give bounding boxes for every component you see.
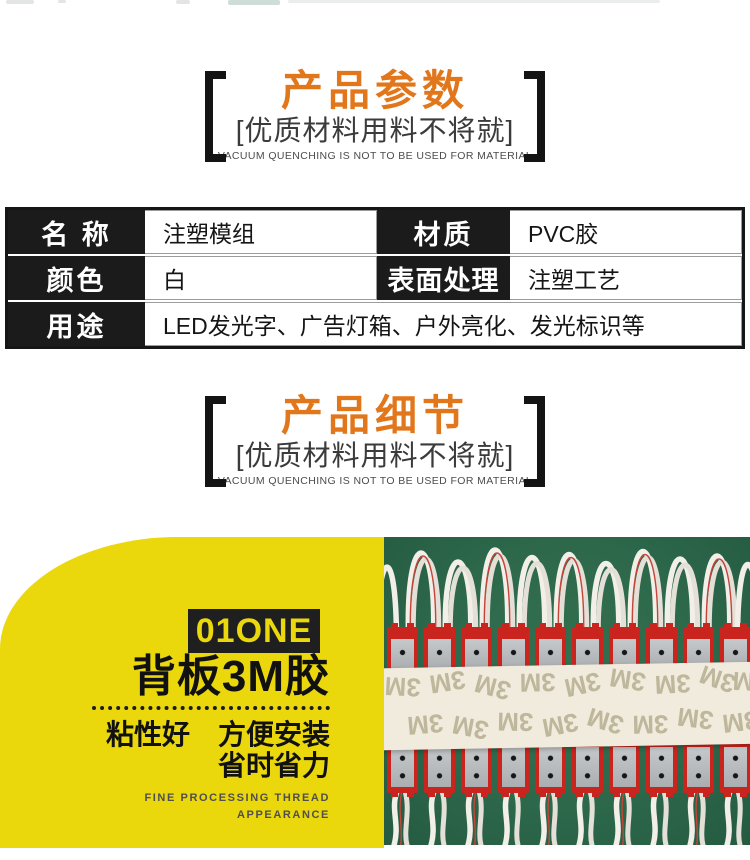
module-plate xyxy=(613,747,636,787)
module-plate xyxy=(428,639,451,669)
feature-caption-en-1: FINE PROCESSING THREAD xyxy=(144,792,330,804)
feature-number-badge: 01ONE xyxy=(188,609,320,653)
bracket-left xyxy=(205,396,226,487)
3m-logo: 3M xyxy=(653,668,692,701)
wires-bottom xyxy=(391,790,743,845)
led-module-row-bottom xyxy=(384,743,750,797)
3m-logo: 3M xyxy=(539,706,581,744)
bracket-right xyxy=(524,396,545,487)
led-module xyxy=(461,623,492,669)
3m-logo: 3M xyxy=(384,670,422,703)
module-plate xyxy=(539,747,562,787)
section-caption-en: VACUUM QUENCHING IS NOT TO BE USED FOR M… xyxy=(217,150,533,162)
value-cell-surface: 注塑工艺 xyxy=(510,256,742,300)
section-subtitle: [优质材料用料不将就] xyxy=(235,440,515,471)
label-cell-color: 颜色 xyxy=(8,256,145,300)
led-module xyxy=(498,743,529,797)
3m-logo: 3M xyxy=(561,666,604,704)
section-header-details: 产品细节 [优质材料用料不将就] VACUUM QUENCHING IS NOT… xyxy=(199,394,551,494)
section-caption-en: VACUUM QUENCHING IS NOT TO BE USED FOR M… xyxy=(217,475,533,487)
led-module xyxy=(609,743,640,797)
module-plate xyxy=(613,639,636,669)
led-module xyxy=(535,623,566,669)
feature-heading: 背板3M胶 xyxy=(131,652,330,701)
label-cell-name: 名 称 xyxy=(8,210,145,254)
module-plate xyxy=(687,747,710,787)
led-module xyxy=(720,743,750,797)
label-cell-usage: 用途 xyxy=(8,302,145,346)
module-plate xyxy=(650,639,673,669)
module-plate xyxy=(465,639,488,669)
led-module xyxy=(498,623,529,669)
3m-logo: 3M xyxy=(449,709,492,746)
section-title: 产品参数 xyxy=(280,67,469,114)
module-plate xyxy=(650,747,673,787)
value-cell-name: 注塑模组 xyxy=(145,210,377,254)
table-row: 颜色 白 表面处理 注塑工艺 xyxy=(8,256,742,300)
3m-logo: 3M xyxy=(406,707,445,742)
feature-line-1: 粘性好 方便安装 xyxy=(105,719,330,750)
table-row: 用途 LED发光字、广告灯箱、户外亮化、发光标识等 xyxy=(8,302,742,346)
module-plate xyxy=(502,639,525,669)
led-module xyxy=(535,743,566,797)
3m-logo: 3M xyxy=(731,665,750,698)
3m-logo: 3M xyxy=(607,662,648,698)
3m-adhesive-tape: 3M 3M 3M 3M 3M 3M 3M 3M 3M 3M 3M 3M 3M 3… xyxy=(384,661,750,751)
module-plate xyxy=(724,639,747,669)
led-module xyxy=(387,743,418,797)
3m-logo: 3M xyxy=(675,701,716,736)
module-plate xyxy=(391,747,414,787)
led-module xyxy=(387,623,418,669)
3m-logo: 3M xyxy=(471,668,515,707)
module-plate xyxy=(465,747,488,787)
module-plate xyxy=(576,639,599,669)
3m-logo: 3M xyxy=(632,709,669,740)
led-module xyxy=(424,743,455,797)
led-module xyxy=(646,743,677,797)
module-plate xyxy=(539,639,562,669)
table-row: 名 称 注塑模组 材质 PVC胶 xyxy=(8,210,742,254)
value-cell-color: 白 xyxy=(145,256,377,300)
value-cell-usage: LED发光字、广告灯箱、户外亮化、发光标识等 xyxy=(145,302,742,346)
module-plate xyxy=(502,747,525,787)
feature-text-block: 背板3M胶 粘性好 方便安装 省时省力 FINE PROCESSING THRE… xyxy=(30,654,330,824)
section-title: 产品细节 xyxy=(280,392,469,439)
label-cell-material: 材质 xyxy=(377,210,510,254)
3m-logo: 3M xyxy=(519,667,556,698)
feature-line-2: 省时省力 xyxy=(217,750,330,781)
led-module xyxy=(424,623,455,669)
led-module xyxy=(646,623,677,669)
module-plate xyxy=(724,747,747,787)
3m-logo: 3M xyxy=(583,701,627,741)
module-plate xyxy=(687,639,710,669)
3m-logo: 3M xyxy=(720,704,750,740)
value-cell-material: PVC胶 xyxy=(510,210,742,254)
module-plate xyxy=(428,747,451,787)
label-cell-surface: 表面处理 xyxy=(377,256,510,300)
cropped-image-remnant xyxy=(0,0,750,6)
bracket-right xyxy=(524,71,545,162)
led-module xyxy=(683,743,714,797)
3m-logo: 3M xyxy=(497,706,534,738)
led-module xyxy=(572,623,603,669)
module-plate xyxy=(391,639,414,669)
feature-panel: 01ONE 背板3M胶 粘性好 方便安装 省时省力 FINE PROCESSIN… xyxy=(0,537,384,848)
section-header-parameters: 产品参数 [优质材料用料不将就] VACUUM QUENCHING IS NOT… xyxy=(199,69,551,169)
spec-table: 名 称 注塑模组 材质 PVC胶 颜色 白 表面处理 注塑工艺 用途 LED发光… xyxy=(5,207,745,349)
module-plate xyxy=(576,747,599,787)
bracket-left xyxy=(205,71,226,162)
feature-section: 01ONE 背板3M胶 粘性好 方便安装 省时省力 FINE PROCESSIN… xyxy=(0,537,750,848)
dotted-divider xyxy=(92,706,330,710)
led-module xyxy=(609,623,640,669)
3m-logo: 3M xyxy=(427,664,468,700)
product-photo: 3M 3M 3M 3M 3M 3M 3M 3M 3M 3M 3M 3M 3M 3… xyxy=(384,537,750,845)
led-module xyxy=(572,743,603,797)
led-module xyxy=(461,743,492,797)
wire-loops-top xyxy=(384,547,750,646)
feature-caption-en-2: APPEARANCE xyxy=(236,809,330,821)
section-subtitle: [优质材料用料不将就] xyxy=(235,115,515,146)
